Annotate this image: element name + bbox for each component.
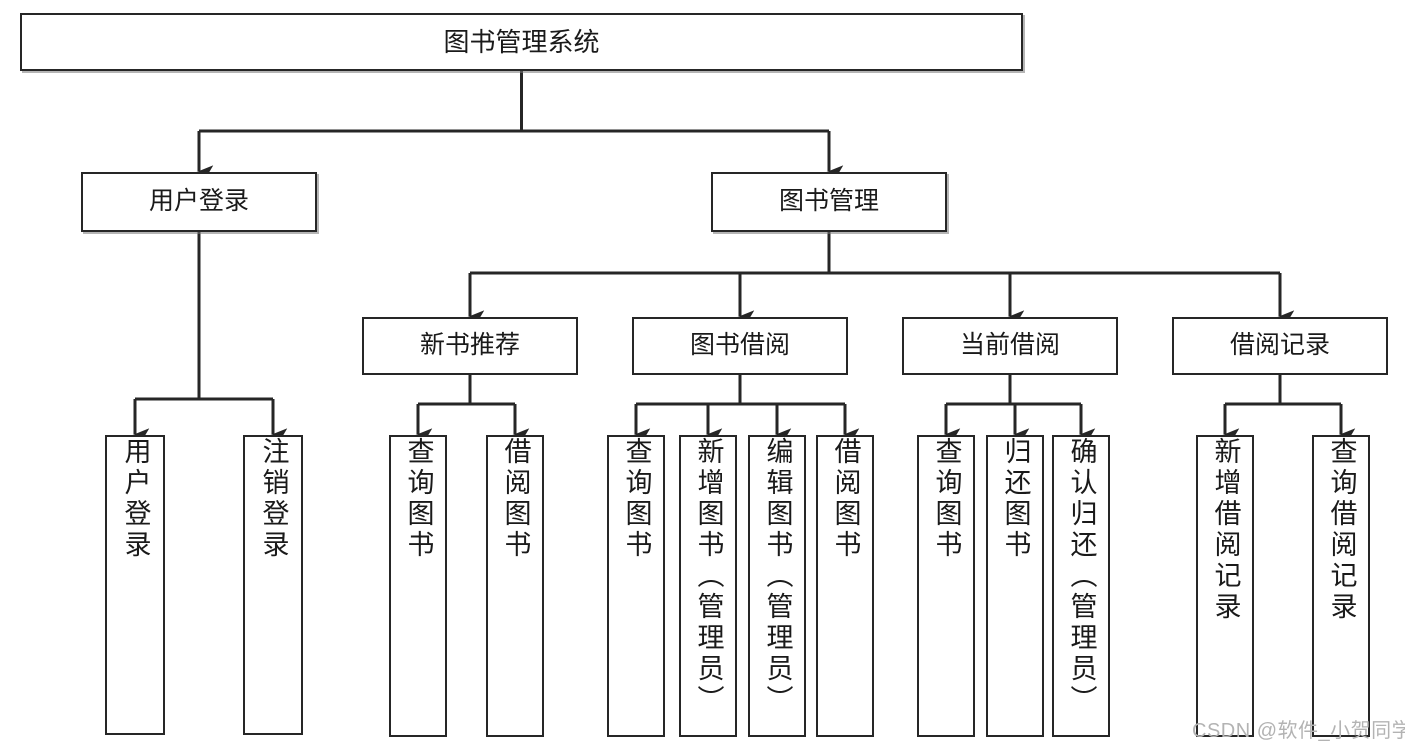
- node-label-current-borrow: 当前借阅: [959, 331, 1060, 360]
- node-label-root: 图书管理系统: [443, 26, 600, 57]
- node-label-leaf-add-rec: 新增借阅记录: [1210, 437, 1241, 623]
- node-label-borrow-record: 借阅记录: [1229, 331, 1330, 360]
- node-label-leaf-borrow-1: 借阅图书: [500, 437, 531, 561]
- node-leaf-borrow-1[interactable]: 借阅图书: [486, 435, 544, 737]
- node-leaf-user-login[interactable]: 用户登录: [105, 435, 165, 735]
- node-label-leaf-query-rec: 查询借阅记录: [1326, 437, 1357, 623]
- node-root[interactable]: 图书管理系统: [20, 13, 1023, 71]
- node-leaf-query-3[interactable]: 查询图书: [917, 435, 975, 737]
- node-leaf-logout[interactable]: 注销登录: [243, 435, 303, 735]
- node-label-leaf-user-login: 用户登录: [120, 437, 151, 561]
- node-leaf-confirm[interactable]: 确认归还（管理员）: [1052, 435, 1110, 737]
- node-label-leaf-borrow-2: 借阅图书: [830, 437, 861, 561]
- node-label-leaf-return: 归还图书: [1000, 437, 1031, 561]
- node-label-leaf-query-3: 查询图书: [931, 437, 962, 561]
- node-label-leaf-query-2: 查询图书: [621, 437, 652, 561]
- node-leaf-add-book[interactable]: 新增图书（管理员）: [679, 435, 737, 737]
- node-label-leaf-logout: 注销登录: [258, 437, 289, 561]
- node-leaf-query-1[interactable]: 查询图书: [389, 435, 447, 737]
- node-label-new-book-rec: 新书推荐: [419, 331, 520, 360]
- node-book-borrow[interactable]: 图书借阅: [632, 317, 848, 375]
- node-borrow-record[interactable]: 借阅记录: [1172, 317, 1388, 375]
- node-user-login[interactable]: 用户登录: [81, 172, 317, 232]
- node-leaf-query-rec[interactable]: 查询借阅记录: [1312, 435, 1370, 737]
- node-new-book-rec[interactable]: 新书推荐: [362, 317, 578, 375]
- node-leaf-query-2[interactable]: 查询图书: [607, 435, 665, 737]
- node-current-borrow[interactable]: 当前借阅: [902, 317, 1118, 375]
- node-label-leaf-query-1: 查询图书: [403, 437, 434, 561]
- node-leaf-edit-book[interactable]: 编辑图书（管理员）: [748, 435, 806, 737]
- node-label-leaf-add-book: 新增图书（管理员）: [693, 437, 724, 716]
- node-label-book-borrow: 图书借阅: [689, 331, 790, 360]
- node-book-manage[interactable]: 图书管理: [711, 172, 947, 232]
- node-leaf-add-rec[interactable]: 新增借阅记录: [1196, 435, 1254, 737]
- node-label-user-login: 用户登录: [148, 187, 249, 216]
- node-label-book-manage: 图书管理: [778, 187, 879, 216]
- node-label-leaf-confirm: 确认归还（管理员）: [1066, 437, 1097, 716]
- node-label-leaf-edit-book: 编辑图书（管理员）: [762, 437, 793, 716]
- node-leaf-return[interactable]: 归还图书: [986, 435, 1044, 737]
- node-leaf-borrow-2[interactable]: 借阅图书: [816, 435, 874, 737]
- edge-group: [120, 71, 1356, 452]
